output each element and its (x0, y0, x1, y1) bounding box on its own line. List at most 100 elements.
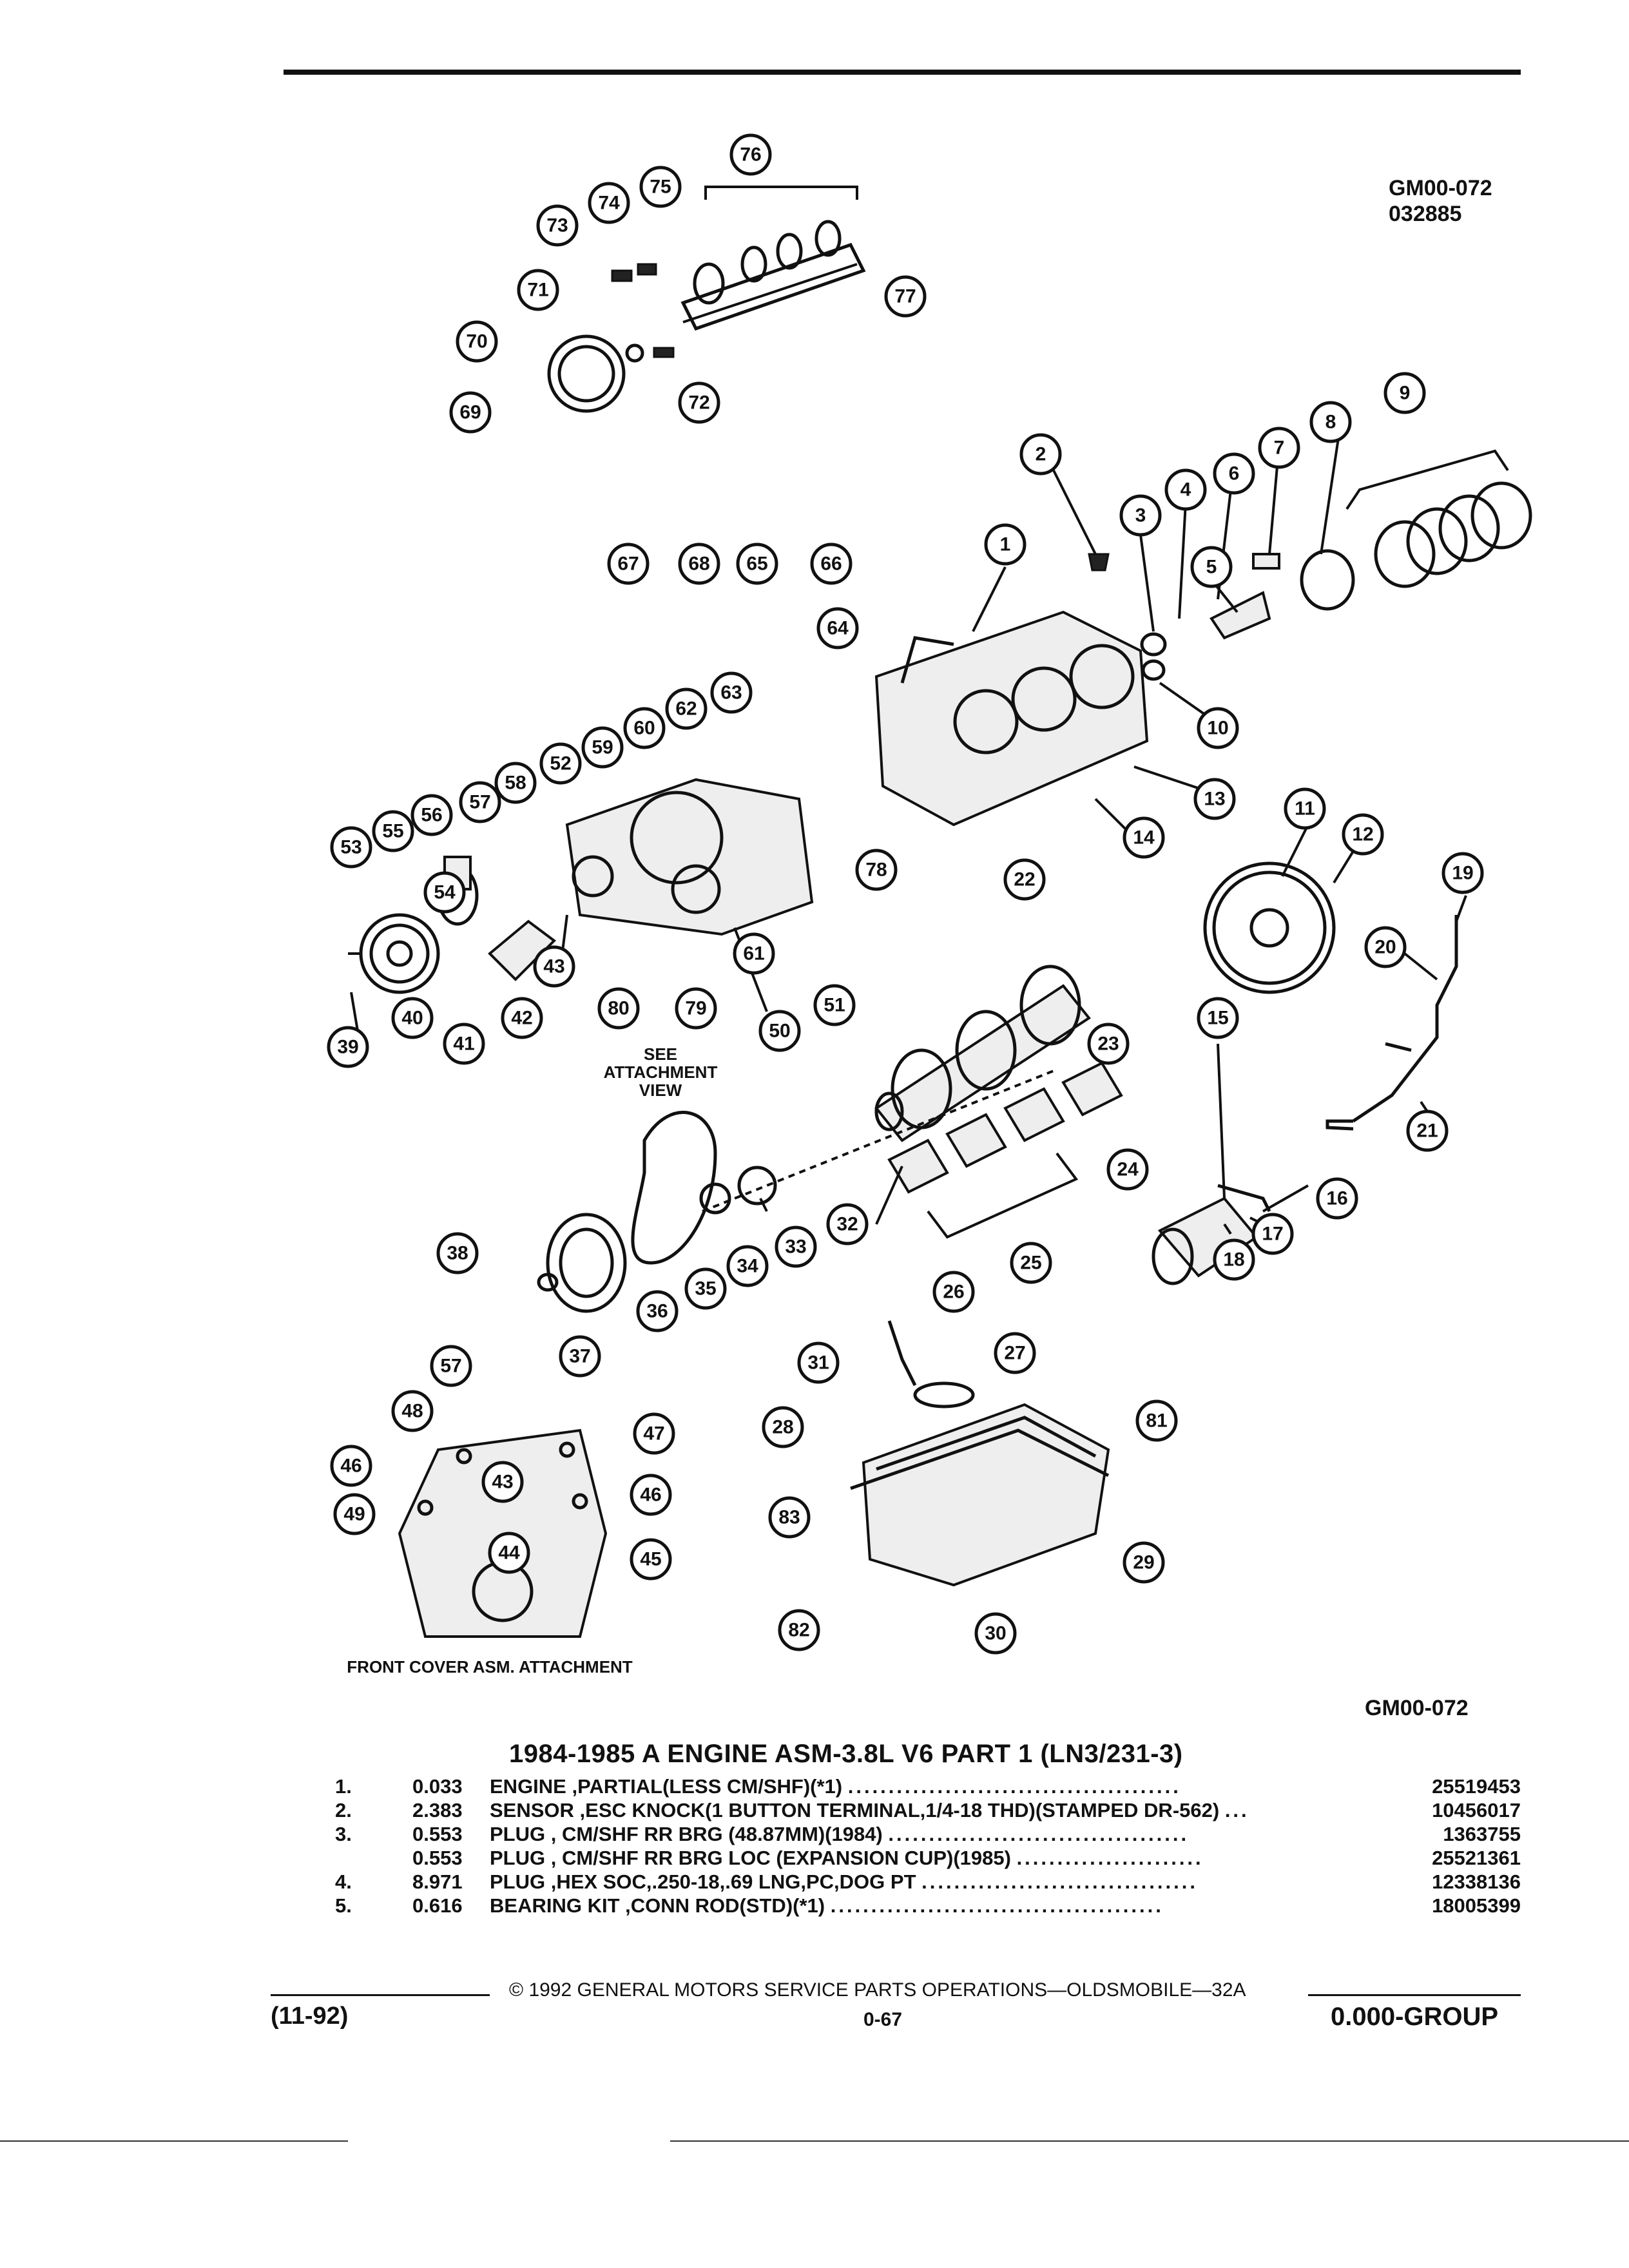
callout-39: 39 (327, 1026, 369, 1068)
item-number: 2. (335, 1799, 352, 1821)
svg-text:65: 65 (746, 553, 767, 575)
callout-69: 69 (449, 391, 492, 434)
table-row: 2. 2.383 SENSOR ,ESC KNOCK(1 BUTTON TERM… (335, 1798, 1521, 1822)
svg-text:10: 10 (1207, 718, 1228, 739)
svg-text:28: 28 (772, 1417, 793, 1438)
copyright-notice: © 1992 GENERAL MOTORS SERVICE PARTS OPER… (509, 1979, 1246, 2001)
table-row: 1. 0.033 ENGINE ,PARTIAL(LESS CM/SHF)(*1… (335, 1774, 1521, 1798)
svg-text:39: 39 (337, 1037, 358, 1058)
svg-text:36: 36 (646, 1301, 668, 1322)
callout-53: 53 (330, 826, 372, 869)
quantity: 0.553 (412, 1823, 463, 1845)
bottom-ref-code: GM00-072 (1365, 1696, 1469, 1720)
piston-rings (1088, 449, 1532, 681)
callout-70: 70 (456, 320, 498, 363)
svg-text:40: 40 (401, 1008, 423, 1029)
callout-16: 16 (1316, 1177, 1358, 1220)
part-number: 10456017 (1432, 1799, 1521, 1821)
part-number: 25521361 (1432, 1847, 1521, 1869)
svg-text:24: 24 (1117, 1159, 1139, 1180)
svg-text:30: 30 (985, 1623, 1006, 1644)
svg-text:71: 71 (527, 280, 548, 301)
svg-text:58: 58 (505, 773, 526, 794)
svg-text:23: 23 (1097, 1033, 1119, 1055)
svg-text:9: 9 (1400, 383, 1411, 404)
callout-33: 33 (775, 1225, 817, 1268)
callout-10: 10 (1197, 707, 1239, 749)
svg-text:80: 80 (608, 998, 629, 1019)
svg-text:82: 82 (788, 1620, 809, 1641)
svg-text:43: 43 (543, 956, 564, 977)
callout-27: 27 (994, 1332, 1036, 1374)
svg-text:78: 78 (865, 860, 887, 881)
svg-text:55: 55 (382, 821, 403, 842)
callout-65: 65 (736, 543, 778, 585)
footer-rule-left (271, 1994, 490, 1996)
callout-6: 6 (1213, 452, 1255, 495)
svg-text:22: 22 (1014, 869, 1035, 890)
svg-text:52: 52 (550, 753, 571, 774)
svg-text:6: 6 (1229, 463, 1240, 485)
main-bearing-caps (887, 1061, 1123, 1239)
callout-23: 23 (1087, 1023, 1130, 1065)
callout-30: 30 (974, 1612, 1017, 1655)
see-attachment-line-3: VIEW (639, 1081, 682, 1100)
svg-text:63: 63 (720, 682, 742, 704)
callout-47: 47 (633, 1412, 675, 1455)
description: SENSOR ,ESC KNOCK(1 BUTTON TERMINAL,1/4-… (490, 1799, 1249, 1821)
see-attachment-line-1: SEE (644, 1044, 677, 1064)
footer-rule-right (1308, 1994, 1521, 1996)
callout-14: 14 (1123, 816, 1165, 859)
see-attachment-line-2: ATTACHMENT (604, 1062, 718, 1082)
group-code: 0.000-GROUP (1331, 2003, 1499, 2031)
callout-9: 9 (1383, 372, 1426, 414)
description: BEARING KIT ,CONN ROD(STD)(*1) .........… (490, 1894, 1164, 1917)
table-row: 4. 8.971 PLUG ,HEX SOC,.250-18,.69 LNG,P… (335, 1870, 1521, 1894)
callout-28: 28 (762, 1406, 804, 1448)
svg-text:7: 7 (1274, 437, 1285, 459)
svg-text:15: 15 (1207, 1008, 1228, 1029)
svg-text:1: 1 (1000, 534, 1011, 555)
callout-44: 44 (488, 1532, 530, 1574)
table-row: 0.553 PLUG , CM/SHF RR BRG LOC (EXPANSIO… (335, 1846, 1521, 1870)
callout-73: 73 (536, 204, 579, 247)
callout-38: 38 (436, 1232, 479, 1274)
svg-text:44: 44 (498, 1542, 520, 1564)
svg-text:56: 56 (421, 805, 442, 826)
quantity: 0.553 (412, 1847, 463, 1869)
callout-18: 18 (1213, 1238, 1255, 1281)
svg-text:25: 25 (1020, 1253, 1041, 1274)
callout-32: 32 (826, 1203, 869, 1245)
svg-text:21: 21 (1416, 1120, 1438, 1142)
callout-55: 55 (372, 810, 414, 852)
callout-79: 79 (675, 987, 717, 1030)
callout-1: 1 (984, 523, 1027, 566)
callout-82: 82 (778, 1609, 820, 1651)
callout-56: 56 (410, 794, 453, 836)
page-number: 0-67 (863, 2009, 903, 2030)
quantity: 2.383 (412, 1799, 463, 1821)
svg-text:62: 62 (675, 698, 697, 720)
top-rule (284, 70, 1521, 75)
svg-text:34: 34 (737, 1256, 758, 1277)
svg-text:46: 46 (340, 1456, 361, 1477)
description: PLUG , CM/SHF RR BRG LOC (EXPANSION CUP)… (490, 1847, 1204, 1869)
svg-text:35: 35 (695, 1278, 716, 1300)
svg-text:53: 53 (340, 837, 361, 858)
callout-31: 31 (797, 1341, 840, 1384)
callout-12: 12 (1342, 813, 1384, 856)
svg-text:77: 77 (894, 286, 916, 307)
scan-artifact-line (670, 2140, 1629, 2142)
svg-text:38: 38 (447, 1243, 468, 1264)
svg-text:4: 4 (1181, 479, 1191, 501)
callout-59: 59 (581, 726, 624, 769)
svg-text:27: 27 (1004, 1343, 1025, 1364)
callout-41: 41 (443, 1023, 485, 1065)
callout-11: 11 (1284, 787, 1326, 830)
callout-34: 34 (726, 1245, 769, 1287)
description: PLUG , CM/SHF RR BRG (48.87MM)(1984) ...… (490, 1823, 1190, 1845)
callout-63: 63 (710, 671, 753, 714)
starter-motor (1152, 1184, 1271, 1285)
callout-72: 72 (678, 381, 720, 424)
oil-pan (850, 1403, 1110, 1587)
